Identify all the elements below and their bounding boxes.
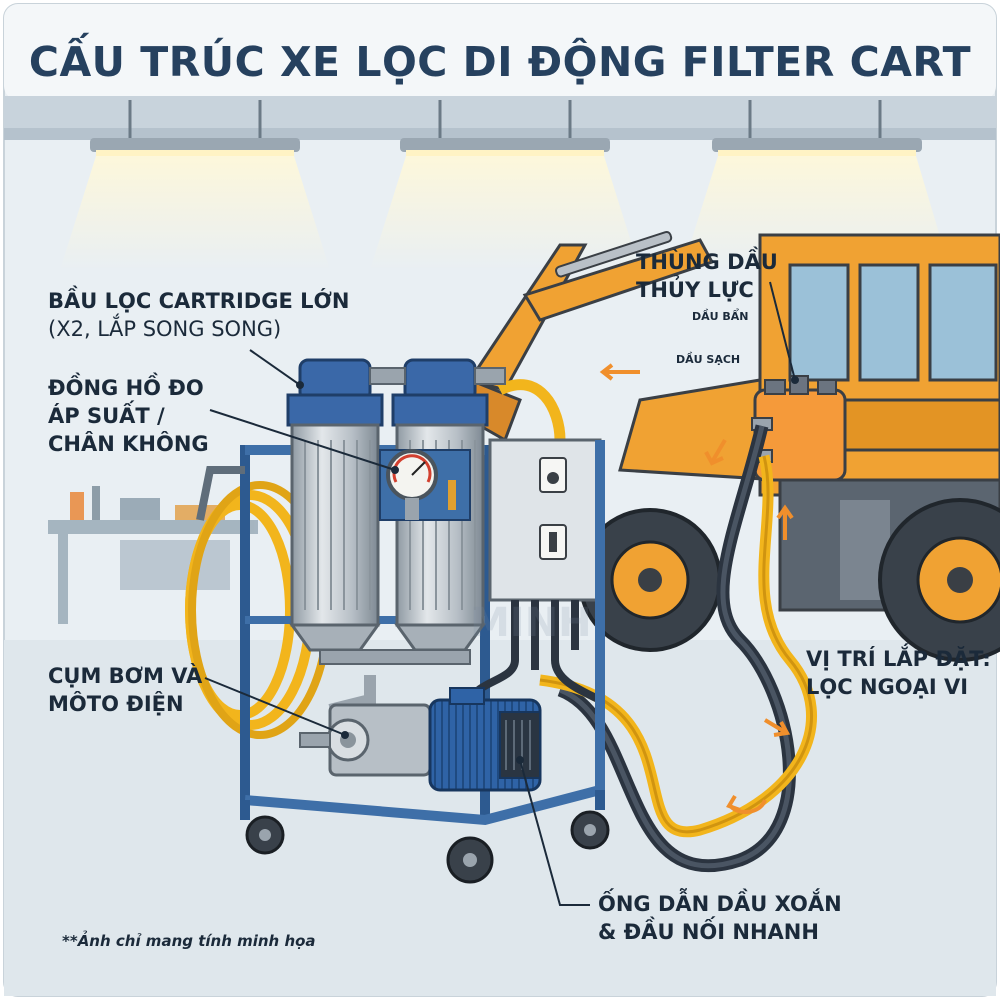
label-gauge-line2: ÁP SUẤT / (48, 404, 165, 428)
label-pressure-gauge: ĐỒNG HỒ ĐO ÁP SUẤT / CHÂN KHÔNG (48, 374, 209, 458)
label-cartridge-filter: BẦU LỌC CARTRIDGE LỚN (X2, LẮP SONG SONG… (48, 287, 349, 343)
label-dirty-oil: DẦU BẨN (692, 310, 749, 323)
watermark: MINH (470, 600, 592, 646)
label-pump-motor: CỤM BƠM VÀ MÔTO ĐIỆN (48, 662, 202, 718)
cart-base (240, 440, 610, 884)
title-band (4, 4, 996, 100)
label-hydraulic-tank: THÙNG DẦU THỦY LỰC (636, 248, 778, 304)
pressure-gauge (379, 449, 471, 521)
leader-lines (204, 281, 799, 906)
label-clean-oil: DẦU SẠCH (676, 353, 741, 366)
ceiling-beam (4, 96, 996, 128)
label-gauge-line1: ĐỒNG HỒ ĐO (48, 376, 204, 400)
leader-cartridge (249, 349, 301, 386)
label-cartridge-line2: (X2, LẮP SONG SONG) (48, 317, 282, 341)
label-install-position: VỊ TRÍ LẮP ĐẶT: LỌC NGOẠI VI (806, 645, 991, 701)
pump-motor (299, 675, 542, 792)
leader-hose (519, 759, 590, 906)
label-pump-line1: CỤM BƠM VÀ (48, 664, 203, 688)
label-hose-line1: ỐNG DẪN DẦU XOẮN (598, 892, 842, 916)
excavator-arm (467, 230, 715, 443)
label-install-line1: VỊ TRÍ LẮP ĐẶT: (806, 647, 991, 671)
label-tank-line1: THÙNG DẦU (636, 250, 778, 274)
label-install-line2: LỌC NGOẠI VI (806, 675, 969, 699)
label-hose: ỐNG DẪN DẦU XOẮN & ĐẦU NỐI NHANH (598, 890, 842, 946)
label-gauge-line3: CHÂN KHÔNG (48, 432, 209, 456)
label-cartridge-line1: BẦU LỌC CARTRIDGE LỚN (48, 289, 350, 313)
label-hose-line2: & ĐẦU NỐI NHANH (598, 920, 819, 944)
label-pump-line2: MÔTO ĐIỆN (48, 692, 184, 716)
leader-tank (769, 281, 796, 381)
leader-gauge (209, 409, 396, 471)
leader-pump (204, 677, 346, 736)
flow-arrows (599, 363, 794, 814)
page-title: CẤU TRÚC XE LỌC DI ĐỘNG FILTER CART (28, 38, 972, 86)
illustration-note: **Ảnh chỉ mang tính minh họa (62, 932, 316, 950)
label-tank-line2: THỦY LỰC (636, 278, 754, 302)
